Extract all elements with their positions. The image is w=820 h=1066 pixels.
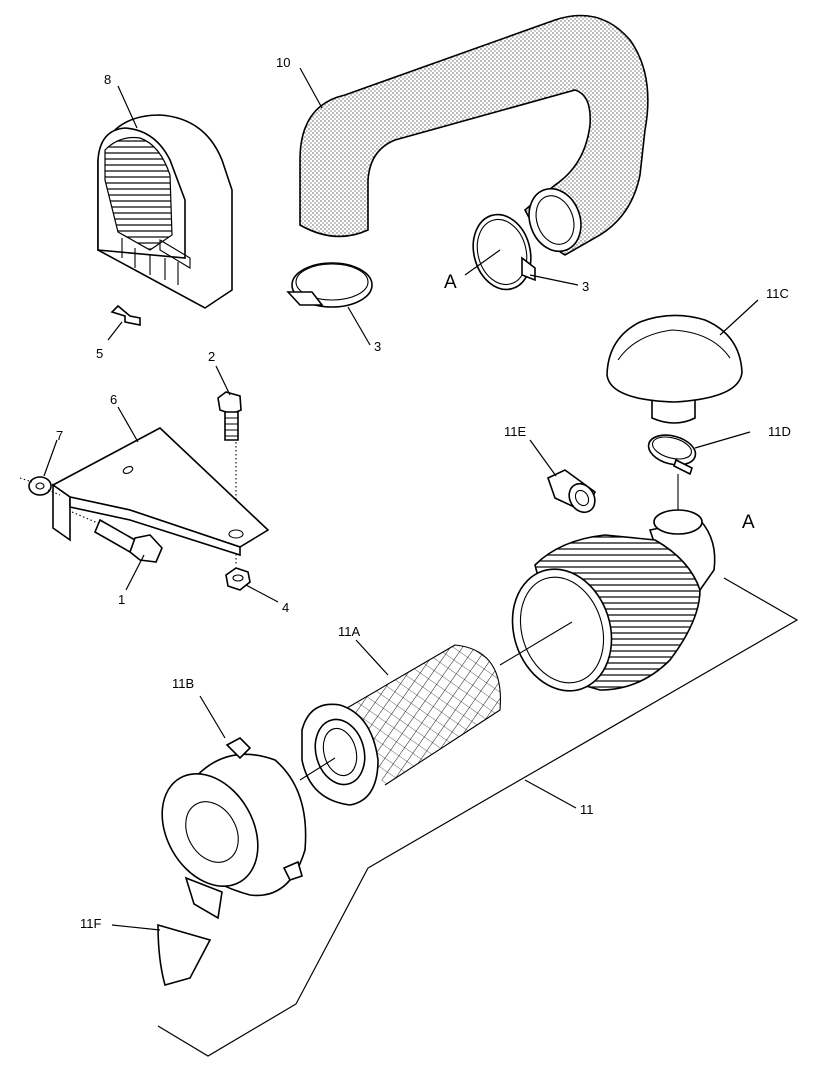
leader-11d <box>694 431 751 449</box>
part-8-mounting-bracket <box>97 114 233 309</box>
part-11b-cover <box>161 737 307 920</box>
label-4: 4 <box>282 600 289 615</box>
leader-11f <box>111 924 161 931</box>
label-11d: 11D <box>768 424 791 439</box>
assembly-line-11a <box>499 621 573 666</box>
leader-11 <box>524 779 577 809</box>
leader-2 <box>215 365 231 396</box>
part-11f-dust-valve <box>157 923 212 986</box>
reference-a-housing: A <box>742 512 755 533</box>
label-11a: 11A <box>338 624 360 639</box>
leader-11a <box>355 639 389 676</box>
assembly-line-11b <box>299 757 336 781</box>
part-11a-filter-element <box>301 644 501 806</box>
part-1-bolt <box>71 511 163 563</box>
leader-11b <box>199 695 226 739</box>
label-6: 6 <box>110 392 117 407</box>
leader-6 <box>117 406 139 443</box>
label-3a: 3 <box>374 339 381 354</box>
leader-4 <box>245 584 279 603</box>
part-10-elbow-hose <box>299 14 649 256</box>
label-11: 11 <box>580 802 594 817</box>
part-5-clip <box>110 304 141 326</box>
label-11c: 11C <box>766 286 789 301</box>
label-11b: 11B <box>172 676 194 691</box>
label-1: 1 <box>118 592 125 607</box>
part-4-nut <box>225 567 251 591</box>
label-5: 5 <box>96 346 103 361</box>
label-10: 10 <box>276 55 290 70</box>
label-2: 2 <box>208 349 215 364</box>
part-11e-valve <box>547 469 597 514</box>
leader-8 <box>117 85 138 129</box>
label-11f: 11F <box>80 916 101 931</box>
part-11c-precleaner-cap <box>606 314 743 424</box>
part-7-washer <box>19 476 61 496</box>
reference-a-hose: A <box>444 272 457 293</box>
label-11e: 11E <box>504 424 526 439</box>
assembly-11-outline <box>157 577 799 1057</box>
leader-11e <box>529 439 557 477</box>
leader-a1 <box>464 249 501 276</box>
part-3-clamp-lower <box>286 262 373 308</box>
label-7: 7 <box>56 428 63 443</box>
part-6-bracket-plate <box>51 427 270 557</box>
leader-11c <box>719 299 759 336</box>
label-8: 8 <box>104 72 111 87</box>
leader-3b <box>529 274 579 286</box>
leader-7 <box>43 439 58 477</box>
leader-1 <box>125 554 145 591</box>
part-3-clamp-upper <box>472 213 536 291</box>
part-11-housing <box>511 509 716 692</box>
leader-10 <box>299 67 323 109</box>
leader-5 <box>107 321 123 341</box>
part-11d-clamp <box>647 434 697 476</box>
leader-3a <box>347 306 371 346</box>
label-3b: 3 <box>582 279 589 294</box>
